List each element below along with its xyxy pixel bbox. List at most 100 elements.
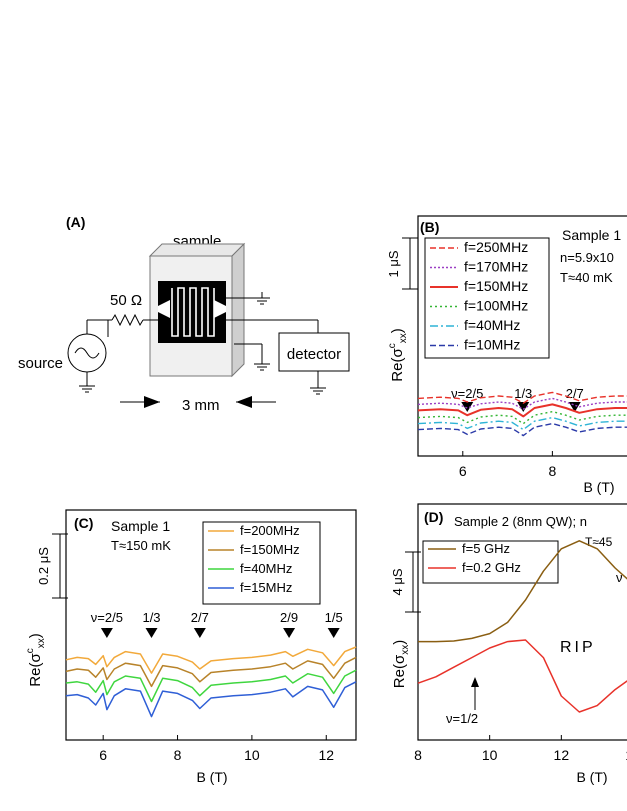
series-line-3	[65, 669, 357, 703]
panel-c: (C) Sample 1 T≈150 mK 0.2 μS Re(σcxx) f=…	[25, 509, 357, 785]
panel-c-scalebar-label: 0.2 μS	[36, 547, 51, 585]
x-tick-label: 12	[318, 747, 334, 763]
x-tick-label: 12	[554, 747, 570, 763]
ground-icon-mid	[254, 363, 270, 371]
series-line-1	[418, 540, 627, 643]
series-line-2	[417, 639, 627, 713]
series-line-5	[417, 416, 627, 431]
legend-label: f=170MHz	[464, 259, 528, 275]
series-line-1	[65, 646, 357, 674]
filling-factor-label: ν=2/5	[91, 610, 123, 625]
panel-c-legend	[202, 521, 321, 605]
panel-c-ylabel: Re(σcxx)	[25, 633, 47, 686]
series-line-2	[417, 397, 627, 410]
legend-label: f=15MHz	[240, 580, 292, 595]
panel-b-legend-items: f=250MHz f=170MHz f=150MHz f=100MHz f=40MHz f…	[430, 239, 528, 353]
panel-d-ylabel: Re(σxx)	[391, 640, 411, 688]
ground-icon-detector	[310, 387, 326, 395]
rip-label: RIP	[560, 639, 596, 656]
scale-arrowhead-left	[144, 396, 160, 408]
panel-c-info-2: T≈150 mK	[111, 538, 171, 553]
panel-a: (A) sample 50 Ω source	[18, 214, 350, 414]
panel-d-legend-items: f=5 GHz f=0.2 GHz	[428, 541, 521, 575]
left-contact	[158, 300, 170, 318]
scale-arrowhead-right	[236, 396, 252, 408]
legend-label: f=0.2 GHz	[462, 560, 521, 575]
panel-c-xlabel: B (T)	[196, 769, 227, 785]
legend-label: f=10MHz	[464, 337, 520, 353]
resistor-label: 50 Ω	[110, 292, 142, 309]
panel-b-ylabel: Re(σcxx)	[387, 328, 409, 381]
scale-label: 3 mm	[182, 397, 220, 414]
panel-b-xlabel: B (T)	[583, 479, 614, 495]
panel-b-scalebar-label: 1 μS	[386, 250, 401, 277]
panel-d-label: (D)	[424, 509, 443, 525]
x-tick-label: 8	[548, 463, 556, 479]
panel-d-series	[417, 540, 627, 713]
legend-label: f=200MHz	[240, 523, 300, 538]
sample-box-top	[148, 243, 246, 257]
filling-factor-marker	[145, 628, 158, 638]
panel-b-legend	[424, 237, 550, 359]
legend-label: f=40MHz	[464, 317, 520, 333]
half-arrowhead	[471, 677, 479, 687]
panel-b: (B) Sample 1 n=5.9x10 T≈40 mK 1 μS Re(σc…	[386, 215, 627, 495]
panel-d-xticks: 8 10 12 14	[414, 735, 627, 763]
panel-d-scalebar-label: 4 μS	[390, 568, 405, 595]
meander-line	[171, 287, 215, 337]
sample-box-side	[231, 242, 245, 378]
filling-factor-label: 2/7	[191, 610, 209, 625]
right-contact	[214, 300, 226, 318]
panel-c-frame	[65, 509, 357, 741]
filling-factor-label: 1/3	[514, 386, 532, 401]
x-tick-label: 8	[174, 747, 182, 763]
panel-d-xlabel: B (T)	[576, 769, 607, 785]
legend-label: f=250MHz	[464, 239, 528, 255]
legend-label: f=150MHz	[240, 542, 300, 557]
filling-factor-marker	[283, 628, 296, 638]
filling-factor-label: ν=2/5	[451, 386, 483, 401]
ground-icon-source	[79, 385, 95, 393]
panel-c-info-1: Sample 1	[111, 518, 170, 534]
legend-label: f=5 GHz	[462, 541, 510, 556]
legend-label: f=100MHz	[464, 298, 528, 314]
sine-icon	[74, 347, 100, 359]
panel-d: (D) Sample 2 (8nm QW); n T≈45 ν 4 μS Re(…	[390, 503, 627, 785]
x-tick-label: 8	[414, 747, 422, 763]
legend-label: f=40MHz	[240, 561, 292, 576]
panel-d-nu-partial: ν	[616, 570, 623, 585]
filling-factor-label: 2/9	[280, 610, 298, 625]
panel-b-label: (B)	[420, 219, 439, 235]
panel-a-label: (A)	[66, 214, 85, 230]
panel-b-info-3: T≈40 mK	[560, 270, 613, 285]
half-label: ν=1/2	[446, 711, 478, 726]
filling-factor-marker	[100, 628, 113, 638]
x-tick-label: 10	[244, 747, 260, 763]
x-tick-label: 6	[459, 463, 467, 479]
panel-d-frame	[417, 503, 627, 741]
x-tick-label: 6	[99, 747, 107, 763]
filling-factor-marker	[327, 628, 340, 638]
series-line-4	[417, 410, 627, 425]
series-line-2	[65, 656, 357, 688]
ground-icon-top	[254, 297, 270, 305]
detector-box	[278, 332, 350, 372]
x-tick-label: 10	[482, 747, 498, 763]
series-line-3	[417, 403, 627, 418]
panel-d-info-1: Sample 2 (8nm QW); n	[454, 514, 587, 529]
panel-b-frame	[417, 215, 627, 457]
detector-label: detector	[287, 346, 341, 363]
legend-label: f=150MHz	[464, 278, 528, 294]
filling-factor-label: 1/3	[142, 610, 160, 625]
source-label: source	[18, 355, 63, 372]
series-line-1	[417, 391, 627, 404]
filling-factor-label: 1/5	[325, 610, 343, 625]
resistor	[111, 313, 144, 327]
filling-factor-marker	[461, 402, 474, 412]
panel-c-legend-items: f=200MHz f=150MHz f=40MHz f=15MHz	[208, 523, 300, 595]
panel-b-info-1: Sample 1	[562, 227, 621, 243]
x-tick-label: 14	[625, 747, 627, 763]
